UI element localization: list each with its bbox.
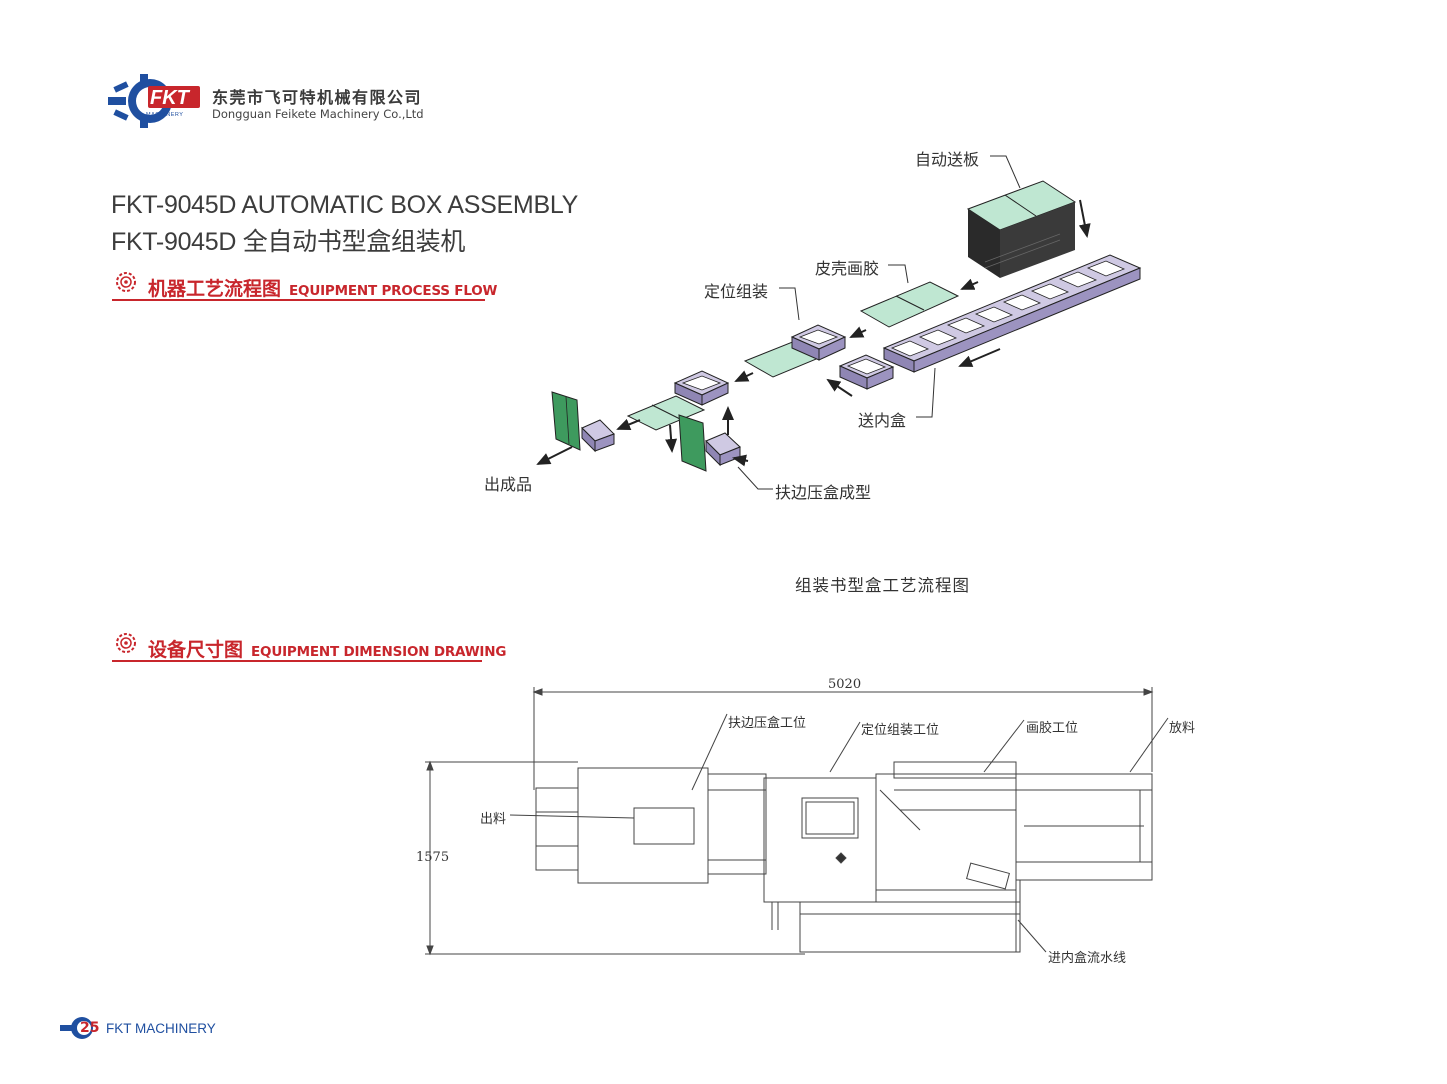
page-title-en: FKT-9045D AUTOMATIC BOX ASSEMBLY (111, 191, 578, 219)
inner-box-conveyor (882, 254, 1142, 373)
section-title-en: EQUIPMENT PROCESS FLOW (289, 283, 498, 299)
positioning-assembly (743, 324, 847, 378)
footer-brand: FKT MACHINERY (106, 1021, 216, 1036)
logo-sub: MACHINERY (146, 112, 183, 118)
page-title-cn: FKT-9045D 全自动书型盒组装机 (111, 228, 466, 256)
flat-board (626, 395, 706, 431)
label-position-station: 定位组装工位 (861, 723, 940, 738)
finished-box (551, 391, 615, 453)
section-underline (112, 299, 485, 301)
gear-icon (116, 272, 136, 292)
label-edge-press-station: 扶边压盒工位 (728, 716, 807, 731)
gear-icon (116, 633, 136, 653)
label-inner-box-line: 进内盒流水线 (1048, 951, 1127, 966)
section-underline (112, 660, 482, 662)
logo-text: FKT (150, 87, 191, 109)
section-process-flow-header: 机器工艺流程图 EQUIPMENT PROCESS FLOW (112, 269, 497, 301)
company-name-cn: 东莞市飞可特机械有限公司 (212, 88, 423, 107)
section-title-cn: 机器工艺流程图 (148, 278, 282, 300)
assembled-box (673, 370, 730, 406)
edge-press-box (678, 414, 741, 472)
board-stack (966, 180, 1077, 278)
label-auto-feed: 自动送板 (915, 150, 980, 169)
glued-board (859, 281, 960, 328)
logo-gear-icon (108, 74, 200, 128)
dim-length: 5020 (828, 677, 862, 692)
label-edge-press-forming: 扶边压盒成型 (775, 483, 872, 502)
page-number: 25 (80, 1020, 100, 1036)
dim-width: 1575 (416, 850, 450, 865)
label-position-assembly: 定位组装 (704, 282, 769, 301)
label-output: 出料 (480, 812, 507, 827)
company-name-en: Dongguan Feikete Machinery Co.,Ltd (212, 107, 424, 121)
inner-box-single (838, 354, 895, 390)
section-title-en: EQUIPMENT DIMENSION DRAWING (251, 644, 507, 660)
process-caption: 组装书型盒工艺流程图 (795, 576, 970, 595)
label-feeding: 放料 (1169, 721, 1196, 736)
section-title-cn: 设备尺寸图 (148, 639, 244, 661)
section-dimension-header: 设备尺寸图 EQUIPMENT DIMENSION DRAWING (112, 630, 506, 662)
label-shell-glue: 皮壳画胶 (815, 259, 880, 278)
label-glue-station: 画胶工位 (1026, 721, 1079, 736)
label-finished-output: 出成品 (484, 475, 533, 494)
label-feed-inner-box: 送内盒 (858, 411, 907, 430)
